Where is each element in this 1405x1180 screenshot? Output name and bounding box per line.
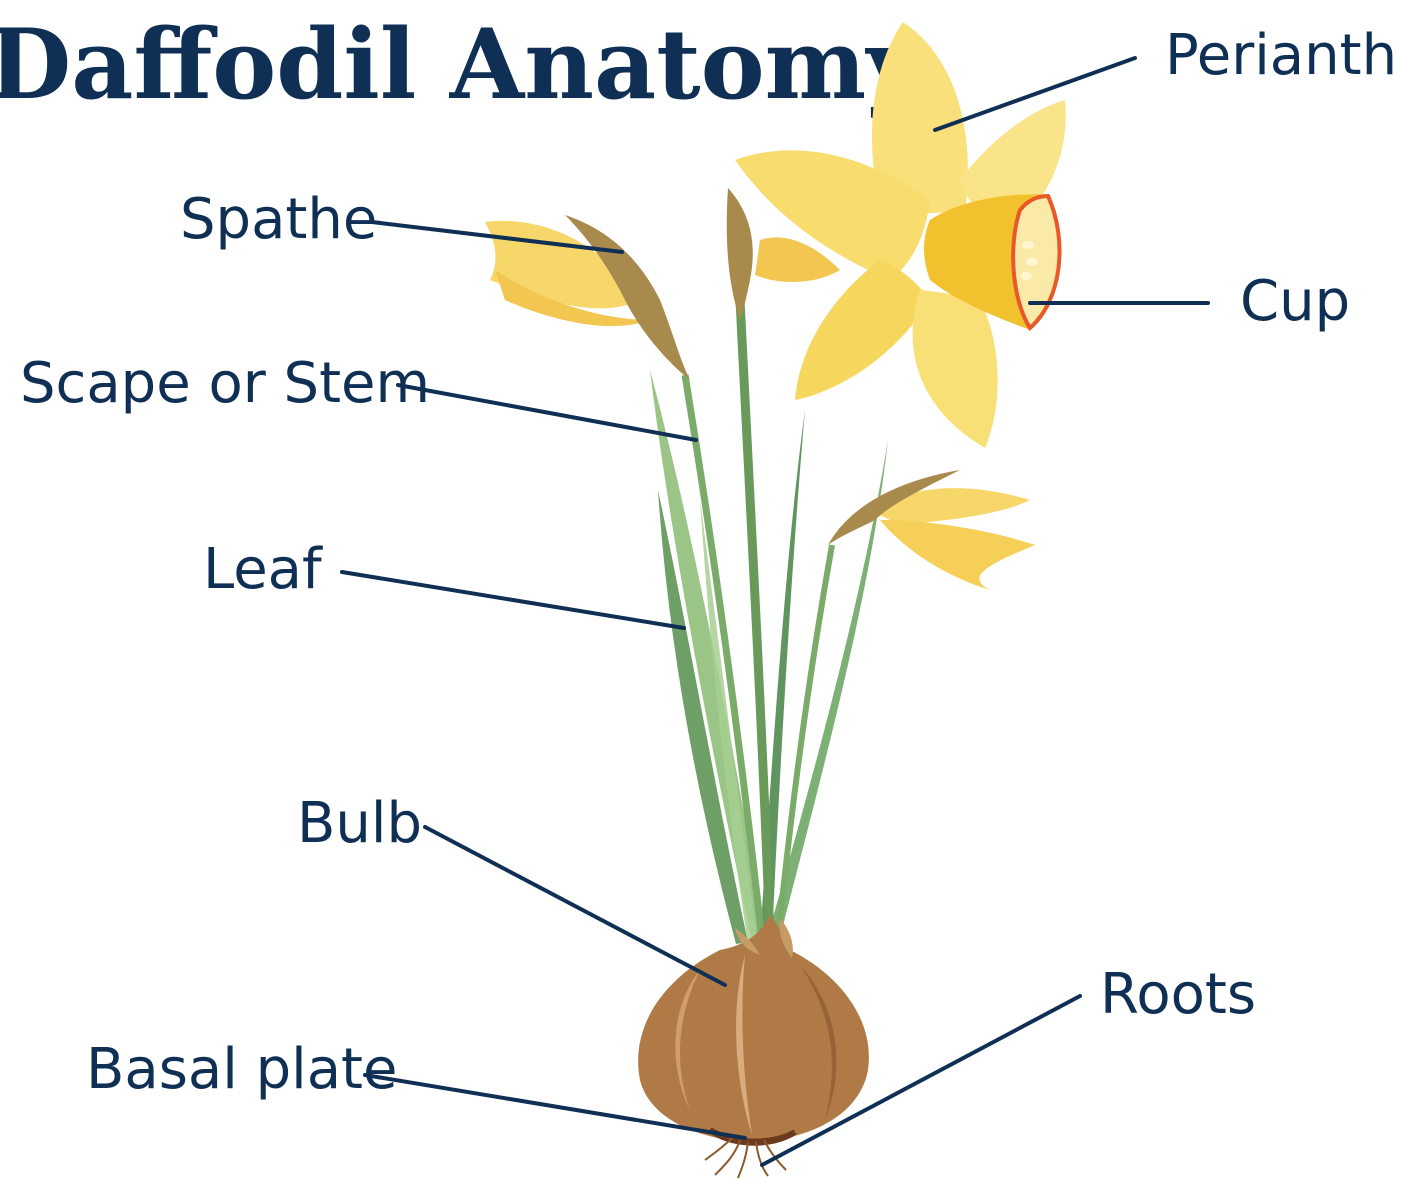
label-spathe: Spathe — [180, 187, 377, 252]
leader-bulb — [425, 827, 725, 985]
right-bud — [828, 470, 1035, 590]
label-leaf: Leaf — [203, 537, 323, 602]
labels: Perianth Spathe Cup Scape or Stem Leaf B… — [20, 23, 1397, 1102]
label-perianth: Perianth — [1165, 23, 1397, 88]
bulb-illustration — [638, 915, 869, 1142]
perianth-petal-bottom — [913, 290, 998, 448]
main-spathe — [727, 188, 753, 320]
diagram-title: Daffodil Anatomy — [0, 8, 925, 121]
perianth-petal-lower-left — [795, 260, 930, 400]
label-basal-plate: Basal plate — [86, 1037, 397, 1102]
leader-leaf — [342, 572, 684, 628]
label-cup: Cup — [1240, 269, 1350, 334]
label-scape: Scape or Stem — [20, 351, 430, 416]
leader-scape — [398, 385, 696, 440]
label-roots: Roots — [1100, 962, 1256, 1027]
daffodil-illustration — [485, 22, 1066, 1178]
label-bulb: Bulb — [297, 791, 422, 856]
